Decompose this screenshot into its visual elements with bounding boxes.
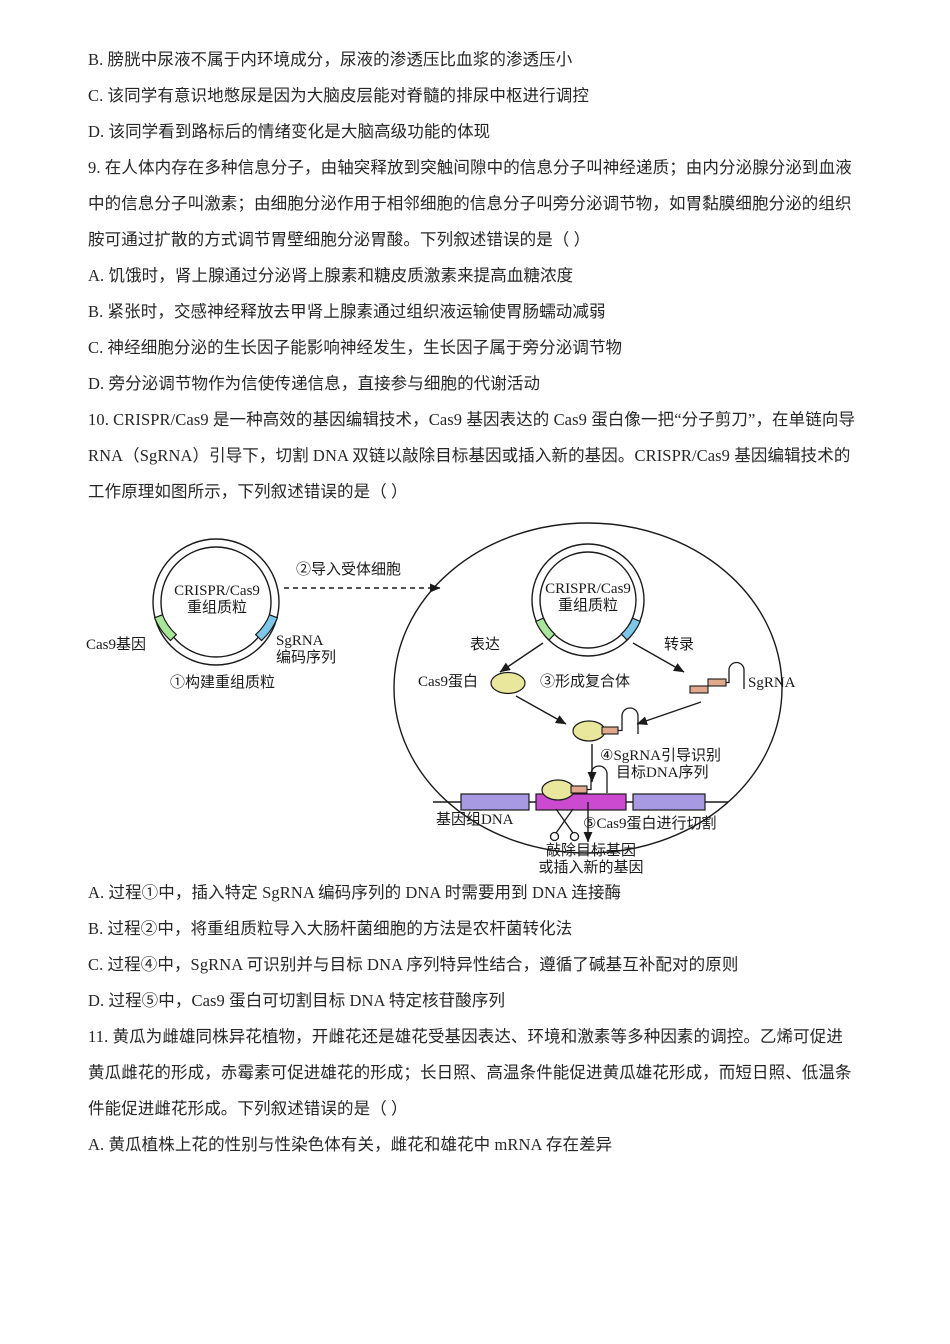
result-label: 敲除目标基因 或插入新的基因 — [538, 843, 644, 877]
q10-stem-line-2: RNA（SgRNA）引导下，切割 DNA 双链以敲除目标基因或插入新的基因。CR… — [88, 446, 851, 465]
complex-arrow-left — [515, 695, 567, 725]
crispr-cas9-figure: CRISPR/Cas9 重组质粒 Cas9基因 SgRNA 编码序列 ①构建重组… — [86, 520, 878, 876]
genome-dna-shape — [433, 793, 728, 811]
cell-plasmid-blue-segment — [620, 617, 641, 641]
cell-plasmid-green-segment — [535, 617, 556, 641]
q8-option-b: B. 膀胱中尿液不属于内环境成分，尿液的渗透压比血浆的渗透压小 — [88, 50, 573, 69]
sgrna-coding-sequence-label: SgRNA 编码序列 — [276, 633, 337, 666]
q10-option-b: B. 过程②中，将重组质粒导入大肠杆菌细胞的方法是农杆菌转化法 — [88, 919, 573, 938]
step1-label: ①构建重组质粒 — [170, 675, 276, 691]
genome-dna-label: 基因组DNA — [436, 812, 514, 828]
sgrna-label: SgRNA — [748, 675, 796, 691]
q9-option-b: B. 紧张时，交感神经释放去甲肾上腺素通过组织液运输使胃肠蠕动减弱 — [88, 302, 606, 321]
q9-option-c: C. 神经细胞分泌的生长因子能影响神经发生，生长因子属于旁分泌调节物 — [88, 338, 623, 357]
step5-label: ⑤Cas9蛋白进行切割 — [583, 816, 717, 832]
q9-stem-line-3: 胺可通过扩散的方式调节胃壁细胞分泌胃酸。下列叙述错误的是（ ） — [88, 230, 591, 249]
q10-option-c: C. 过程④中，SgRNA 可识别并与目标 DNA 序列特异性结合，遵循了碱基互… — [88, 955, 739, 974]
complex-arrow-right — [636, 701, 702, 725]
q9-stem-line-1: 9. 在人体内存在多种信息分子，由轴突释放到突触间隙中的信息分子叫神经递质；由内… — [88, 158, 852, 177]
cas9-protein-shape — [490, 671, 526, 695]
cell-plasmid-outer-ring — [531, 543, 645, 657]
left-plasmid-blue-segment — [254, 614, 279, 642]
left-plasmid-inner-ring — [160, 546, 272, 658]
q8-option-c: C. 该同学有意识地憋尿是因为大脑皮层能对脊髓的排尿中枢进行调控 — [88, 86, 589, 105]
step3-label: ③形成复合体 — [540, 674, 631, 690]
q9-stem-line-2: 中的信息分子叫激素；由细胞分泌作用于相邻细胞的信息分子叫旁分泌调节物，如胃黏膜细… — [88, 194, 852, 213]
crispr-cas9-svg — [152, 522, 783, 854]
cell-plasmid-inner-ring — [539, 551, 637, 649]
left-plasmid-green-segment — [153, 614, 178, 642]
q11-stem-line-1: 11. 黄瓜为雌雄同株异花植物，开雌花还是雄花受基因表达、环境和激素等多种因素的… — [88, 1027, 843, 1046]
bound-complex-shape — [541, 765, 608, 801]
page-content: B. 膀胱中尿液不属于内环境成分，尿液的渗透压比血浆的渗透压小 C. 该同学有意… — [86, 50, 878, 1173]
q11-stem-line-3: 件能促进雌花形成。下列叙述错误的是（ ） — [88, 1099, 408, 1118]
q9-option-d: D. 旁分泌调节物作为信使传递信息，直接参与细胞的代谢活动 — [88, 374, 541, 393]
expression-label: 表达 — [470, 637, 501, 653]
step2-label: ②导入受体细胞 — [296, 562, 402, 578]
transcription-arrow — [632, 642, 685, 673]
expression-arrow — [499, 642, 544, 673]
sgrna-free-shape — [689, 661, 745, 694]
left-plasmid-outer-ring — [152, 538, 280, 666]
q11-stem-line-2: 黄瓜雌花的形成，赤霉素可促进雄花的形成；长日照、高温条件能促进黄瓜雄花形成，而短… — [88, 1063, 852, 1082]
scissors-icon — [549, 808, 580, 842]
q10-option-a: A. 过程①中，插入特定 SgRNA 编码序列的 DNA 时需要用到 DNA 连… — [88, 883, 622, 902]
cell-plasmid-inner-label: CRISPR/Cas9 重组质粒 — [545, 581, 631, 614]
cas9-sgrna-complex-shape — [572, 707, 639, 742]
q10-stem-line-3: 工作原理如图所示，下列叙述错误的是（ ） — [88, 482, 408, 501]
q9-option-a: A. 饥饿时，肾上腺通过分泌肾上腺素和糖皮质激素来提高血糖浓度 — [88, 266, 574, 285]
q8-option-d: D. 该同学看到路标后的情绪变化是大脑高级功能的体现 — [88, 122, 491, 141]
q10-stem-line-1: 10. CRISPR/Cas9 是一种高效的基因编辑技术，Cas9 基因表达的 … — [88, 410, 856, 429]
left-plasmid-inner-label: CRISPR/Cas9 重组质粒 — [174, 583, 260, 616]
recipient-cell-membrane — [393, 522, 783, 854]
transcription-label: 转录 — [664, 637, 695, 653]
cas9-gene-label: Cas9基因 — [86, 637, 147, 653]
q10-option-d: D. 过程⑤中，Cas9 蛋白可切割目标 DNA 特定核苷酸序列 — [88, 991, 506, 1010]
q11-option-a: A. 黄瓜植株上花的性别与性染色体有关，雌花和雄花中 mRNA 存在差异 — [88, 1135, 613, 1154]
step4-label: ④SgRNA引导识别 目标DNA序列 — [600, 748, 721, 782]
cas9-protein-label: Cas9蛋白 — [418, 674, 479, 690]
